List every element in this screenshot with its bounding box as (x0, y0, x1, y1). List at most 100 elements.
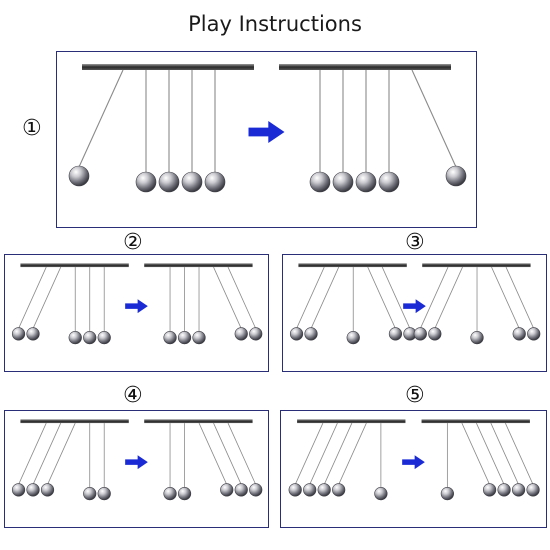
pendulum-ball (234, 483, 248, 497)
pendulum-ball (135, 171, 157, 193)
pendulum-ball (163, 331, 177, 345)
step-1-panel (56, 51, 477, 228)
right-arrow-icon (402, 455, 425, 470)
pendulum-ball (355, 171, 377, 193)
string (434, 266, 463, 329)
pendulum-ball (158, 171, 180, 193)
pendulum-ball (11, 327, 26, 341)
pendulum-ball (40, 483, 55, 497)
pendulum-ball (177, 487, 192, 501)
string (296, 266, 325, 329)
string (475, 422, 505, 485)
string (367, 266, 396, 329)
step-5-number: ⑤ (405, 383, 425, 408)
pendulum-ball (332, 171, 354, 193)
after-cradle (144, 419, 263, 501)
cradle-illustration (11, 419, 263, 501)
step-1-number: ① (22, 116, 42, 141)
pendulum-ball (97, 487, 111, 501)
support-bar (20, 419, 129, 424)
pendulum-ball (317, 483, 331, 497)
pendulum-ball (68, 165, 90, 187)
page-title: Play Instructions (188, 12, 362, 36)
cradle-illustration (289, 263, 541, 345)
step-4-number: ④ (123, 383, 143, 408)
string (491, 266, 520, 329)
string (78, 69, 124, 168)
pendulum-ball (511, 483, 526, 497)
pendulum-ball (374, 487, 388, 501)
before-cradle (289, 263, 417, 345)
pendulum-ball (526, 483, 540, 497)
cradle-illustration (288, 419, 540, 501)
string (32, 422, 62, 485)
before-cradle (11, 263, 129, 345)
after-cradle (421, 419, 540, 501)
string (227, 422, 257, 485)
support-bar (82, 64, 254, 70)
support-bar (144, 263, 253, 268)
pendulum-ball (378, 171, 400, 193)
pendulum-ball (163, 487, 177, 501)
pendulum-ball (440, 487, 454, 501)
pendulum-ball (309, 171, 331, 193)
string (490, 422, 519, 485)
pendulum-ball (26, 327, 40, 341)
pendulum-ball (249, 483, 263, 497)
string (213, 266, 242, 329)
pendulum-ball (68, 331, 82, 345)
right-arrow-icon (403, 299, 426, 314)
pendulum-ball (83, 487, 97, 501)
right-arrow-icon (125, 455, 148, 470)
pendulum-ball (428, 327, 442, 341)
after-cradle (279, 64, 467, 193)
string (323, 422, 353, 485)
pendulum-ball (332, 483, 346, 497)
support-bar (297, 419, 406, 424)
pendulum-ball (177, 331, 192, 345)
cradle-illustration (68, 64, 467, 193)
after-cradle (144, 263, 263, 345)
support-bar (279, 64, 451, 70)
string (461, 422, 490, 485)
pendulum-ball (445, 165, 467, 187)
pendulum-ball (388, 327, 403, 341)
string (18, 266, 47, 329)
pendulum-ball (303, 483, 317, 497)
pendulum-ball (527, 327, 541, 341)
pendulum-ball (470, 331, 484, 345)
step-2-panel (4, 254, 269, 372)
pendulum-ball (11, 483, 26, 497)
pendulum-ball (220, 483, 234, 497)
pendulum-ball (192, 331, 206, 345)
pendulum-ball (83, 331, 97, 345)
string (18, 422, 47, 485)
string (213, 422, 242, 485)
pendulum-ball (289, 327, 304, 341)
string (32, 266, 62, 329)
pendulum-ball (26, 483, 40, 497)
after-cradle (413, 263, 541, 345)
step-3-panel (282, 254, 547, 372)
pendulum-ball (482, 483, 497, 497)
string (198, 422, 228, 485)
pendulum-ball (288, 483, 302, 497)
string (338, 422, 367, 485)
pendulum-ball (512, 327, 526, 341)
before-cradle (68, 64, 254, 193)
pendulum-ball (249, 327, 263, 341)
cradle-illustration (11, 263, 263, 345)
support-bar (20, 263, 129, 268)
before-cradle (11, 419, 129, 501)
pendulum-ball (304, 327, 318, 341)
string (309, 422, 338, 485)
step-5-panel (280, 410, 547, 528)
support-bar (298, 263, 407, 268)
support-bar (144, 419, 253, 424)
support-bar (421, 419, 530, 424)
right-arrow-icon (125, 299, 148, 314)
pendulum-ball (346, 331, 360, 345)
support-bar (422, 263, 531, 268)
step-2-number: ② (123, 230, 143, 255)
string (504, 422, 534, 485)
